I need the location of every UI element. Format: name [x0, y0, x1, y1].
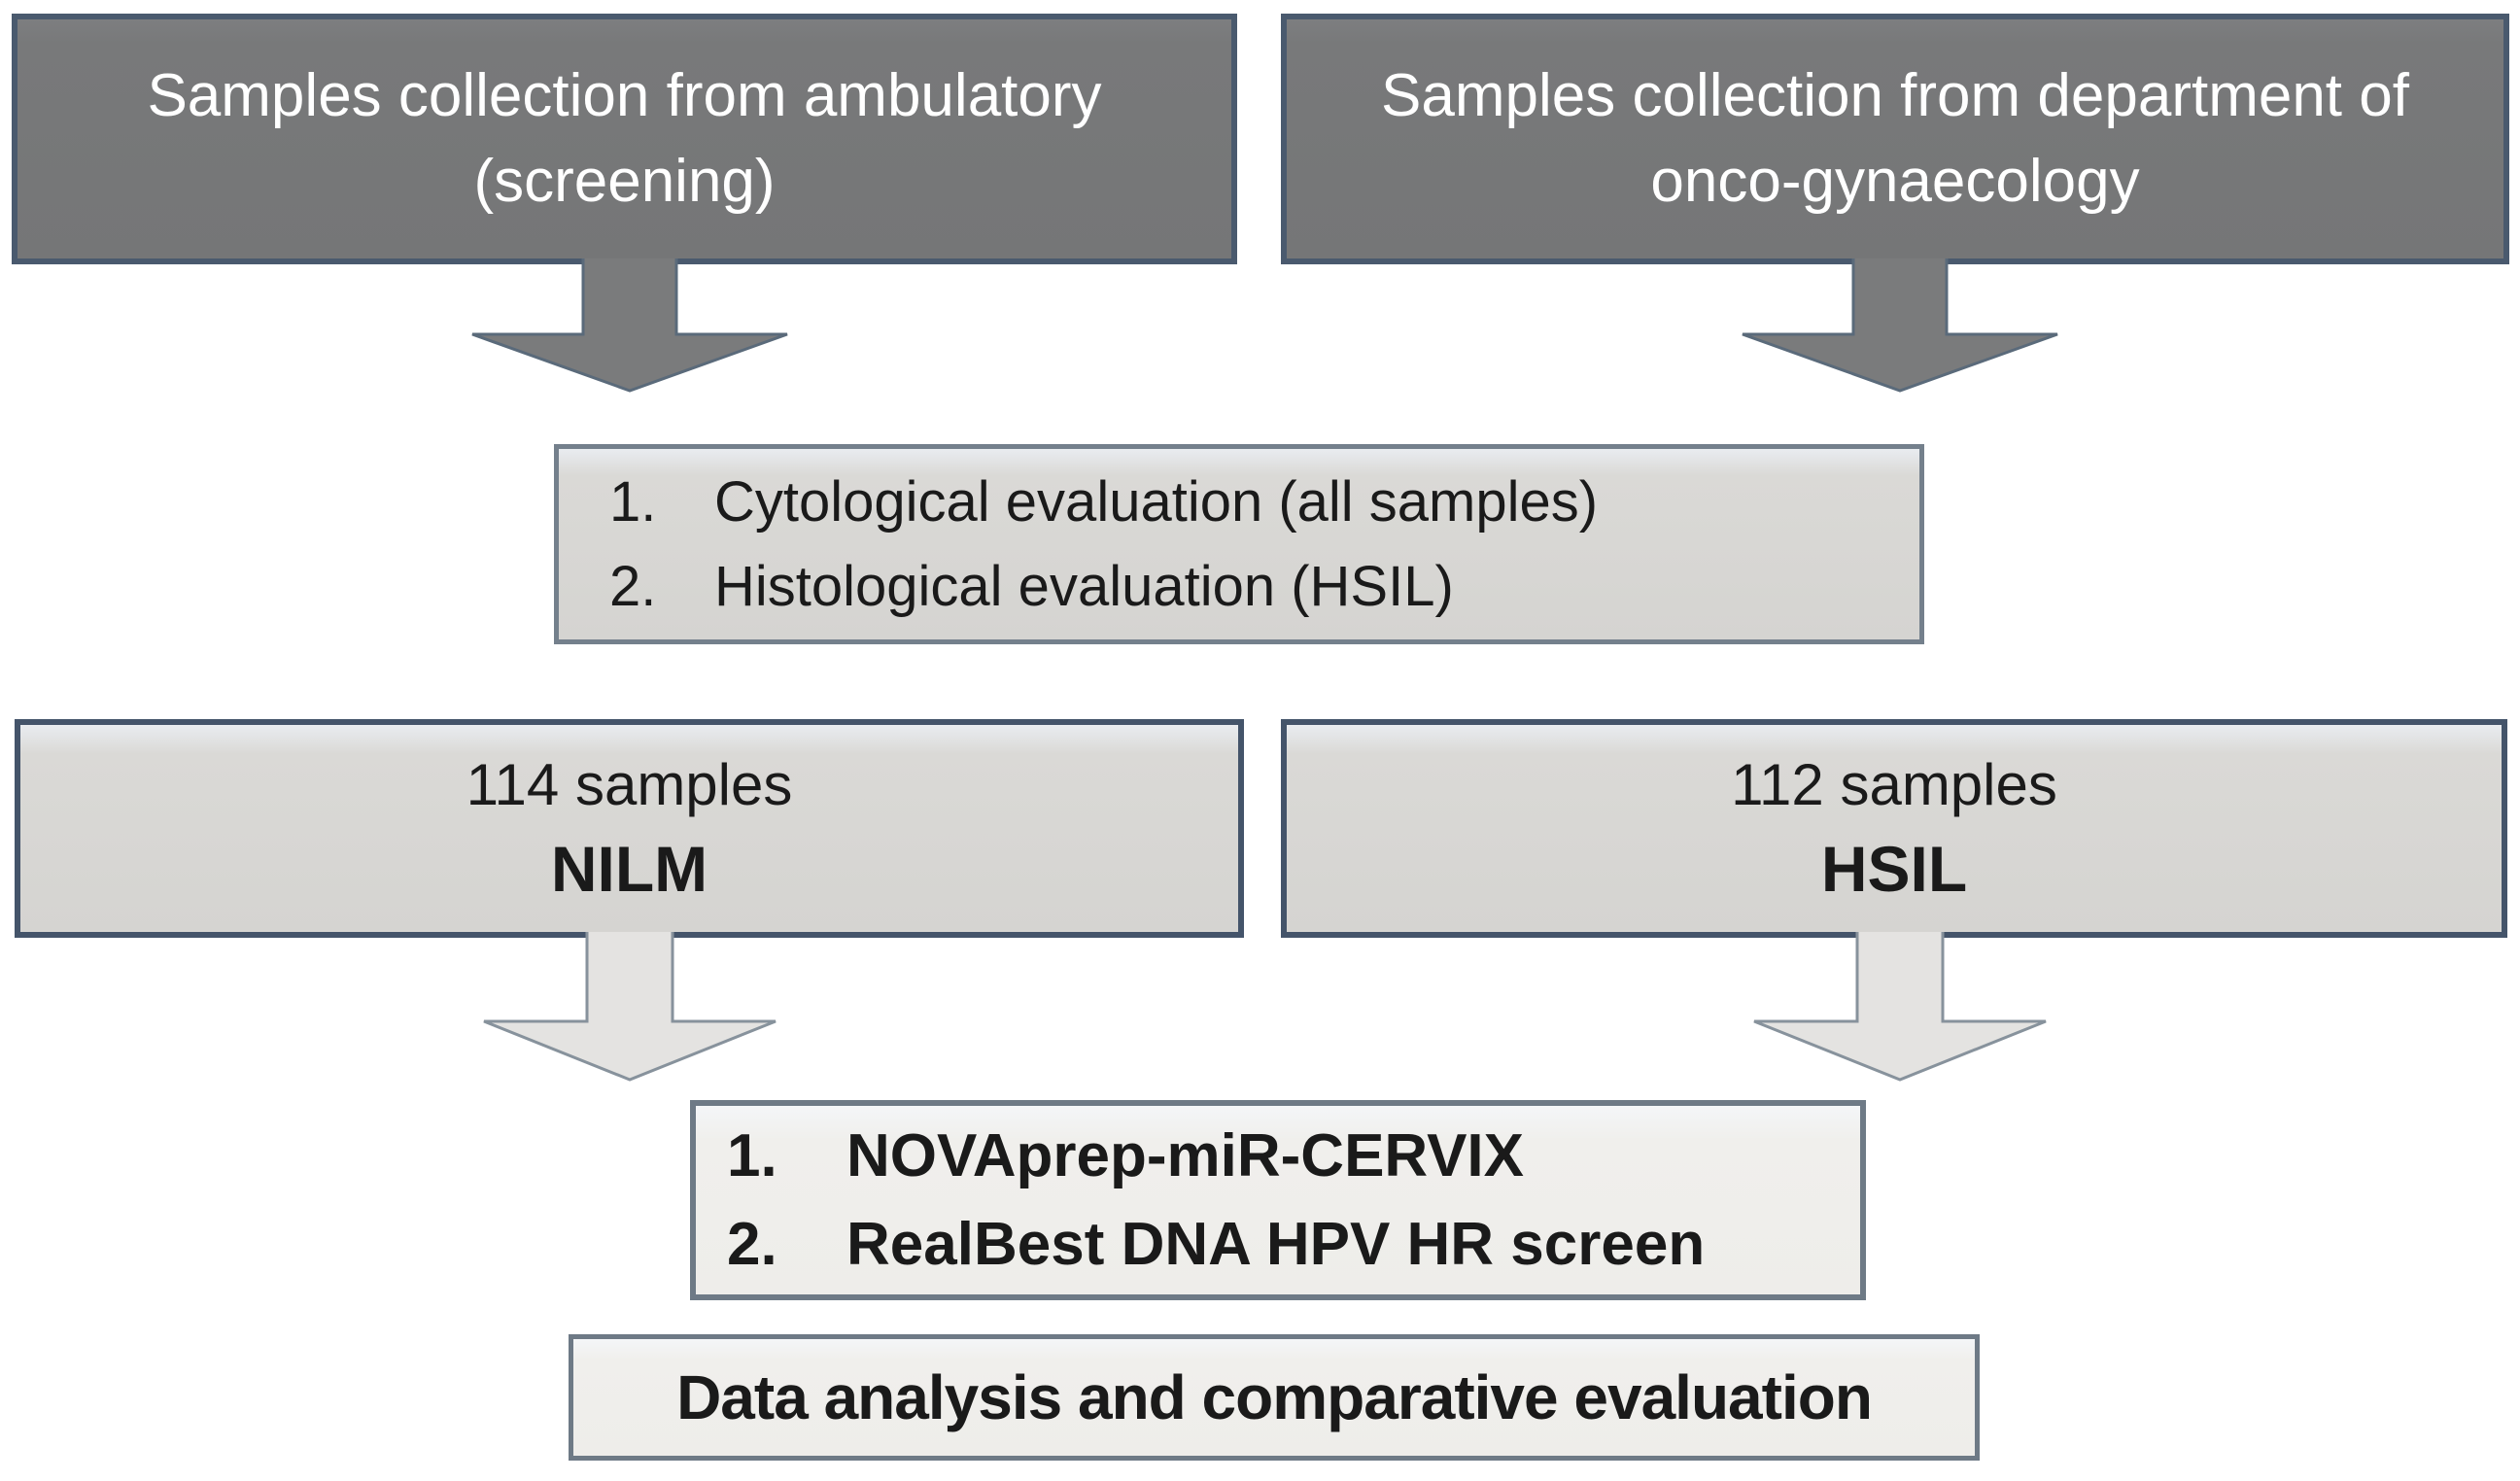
box-evaluation-steps: 1. Cytological evaluation (all samples) …: [554, 444, 1924, 644]
evaluation-item-2: 2. Histological evaluation (HSIL): [559, 554, 1919, 619]
hsil-label: HSIL: [1820, 833, 1968, 905]
box-nilm-samples: 114 samples NILM: [15, 719, 1244, 938]
data-analysis-text: Data analysis and comparative evaluation: [676, 1362, 1873, 1432]
nilm-sample-count: 114 samples: [466, 752, 793, 817]
box-samples-oncogynaecology: Samples collection from department of on…: [1281, 14, 2509, 264]
ambulatory-line-2: (screening): [473, 148, 776, 215]
down-arrow-icon-oncogynaecology: [1742, 258, 2058, 393]
box-hsil-samples: 112 samples HSIL: [1281, 719, 2507, 938]
evaluation-item-1: 1. Cytological evaluation (all samples): [559, 469, 1919, 534]
evaluation-item-1-number: 1.: [609, 470, 657, 534]
box-data-analysis: Data analysis and comparative evaluation: [569, 1334, 1980, 1461]
evaluation-item-1-text: Cytological evaluation (all samples): [714, 470, 1599, 534]
tests-item-1: 1. NOVAprep-miR-CERVIX: [696, 1121, 1860, 1190]
nilm-label: NILM: [550, 833, 708, 905]
tests-item-1-number: 1.: [727, 1122, 777, 1189]
down-arrow-icon-hsil: [1753, 932, 2047, 1082]
tests-item-1-text: NOVAprep-miR-CERVIX: [846, 1122, 1525, 1189]
evaluation-item-2-number: 2.: [609, 555, 657, 618]
evaluation-item-2-text: Histological evaluation (HSIL): [714, 555, 1454, 618]
box-samples-ambulatory: Samples collection from ambulatory (scre…: [12, 14, 1237, 264]
tests-item-2-text: RealBest DNA HPV HR screen: [846, 1211, 1706, 1278]
tests-item-2-number: 2.: [727, 1211, 777, 1278]
down-arrow-icon-nilm: [483, 932, 777, 1082]
down-arrow-icon-ambulatory: [471, 258, 788, 393]
box-tests: 1. NOVAprep-miR-CERVIX 2. RealBest DNA H…: [690, 1100, 1866, 1300]
ambulatory-line-1: Samples collection from ambulatory: [147, 61, 1102, 129]
onco-line-1: Samples collection from department of: [1381, 61, 2409, 129]
onco-line-2: onco-gynaecology: [1650, 148, 2140, 215]
tests-item-2: 2. RealBest DNA HPV HR screen: [696, 1210, 1860, 1279]
hsil-sample-count: 112 samples: [1731, 752, 2057, 817]
